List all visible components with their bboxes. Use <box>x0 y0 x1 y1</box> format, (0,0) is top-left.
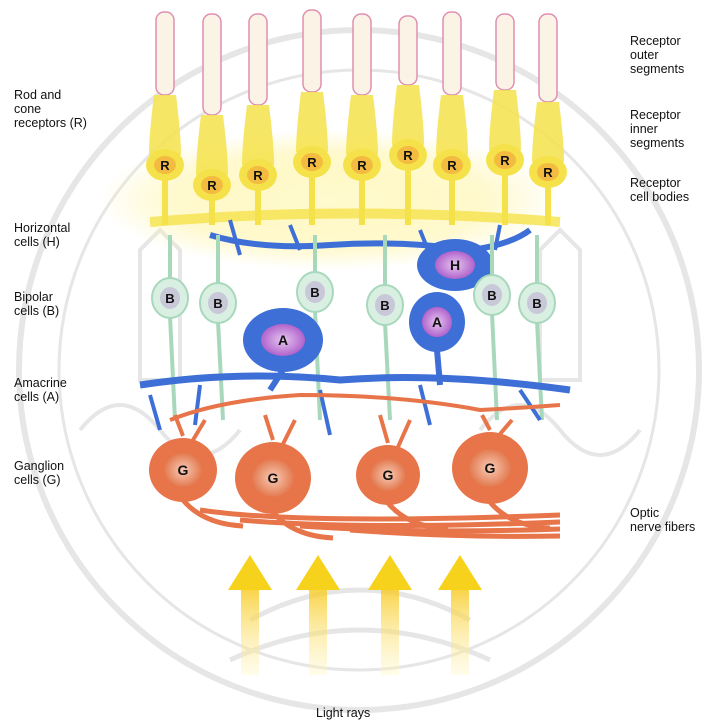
label-amacrine-cells: Amacrine cells (A) <box>14 376 67 404</box>
bipolar-cell: B <box>152 235 188 420</box>
bipolar-letter: B <box>380 298 389 313</box>
receptor-cell: R <box>193 14 231 225</box>
label-optic-nerve-fibers: Optic nerve fibers <box>630 506 695 534</box>
bipolar-letter: B <box>532 296 541 311</box>
receptor-letter: R <box>160 158 170 173</box>
horizontal-letter: H <box>450 257 460 273</box>
receptor-letter: R <box>253 168 263 183</box>
receptor-letter: R <box>307 155 317 170</box>
receptor-letter: R <box>447 158 457 173</box>
receptor-letter: R <box>207 178 217 193</box>
label-ganglion-cells: Ganglion cells (G) <box>14 459 64 487</box>
amacrine-letter-1: A <box>278 332 288 348</box>
amacrine-letter-2: A <box>432 314 442 330</box>
receptor-letter: R <box>543 165 553 180</box>
bipolar-letter: B <box>487 288 496 303</box>
label-receptor-cell-bodies: Receptor cell bodies <box>630 176 689 204</box>
label-bipolar-cells: Bipolar cells (B) <box>14 290 59 318</box>
receptor-letter: R <box>403 148 413 163</box>
bipolar-cell: B <box>519 235 555 420</box>
receptor-letter: R <box>357 158 367 173</box>
light-ray-arrow <box>368 555 412 675</box>
label-receptor-inner-segments: Receptor inner segments <box>630 108 684 150</box>
label-rod-cone-receptors: Rod and cone receptors (R) <box>14 88 87 130</box>
bipolar-letter: B <box>310 285 319 300</box>
receptor-letter: R <box>500 153 510 168</box>
label-receptor-outer-segments: Receptor outer segments <box>630 34 684 76</box>
label-horizontal-cells: Horizontal cells (H) <box>14 221 70 249</box>
light-ray-arrow <box>296 555 340 675</box>
ganglion-cell: G <box>356 415 448 529</box>
ganglion-letter: G <box>268 470 279 486</box>
ganglion-letter: G <box>485 460 496 476</box>
ganglion-cell: G <box>452 415 550 528</box>
ganglion-letter: G <box>383 467 394 483</box>
label-light-rays: Light rays <box>316 706 370 720</box>
bipolar-letter: B <box>165 291 174 306</box>
bipolar-letter: B <box>213 296 222 311</box>
ganglion-letter: G <box>178 462 189 478</box>
